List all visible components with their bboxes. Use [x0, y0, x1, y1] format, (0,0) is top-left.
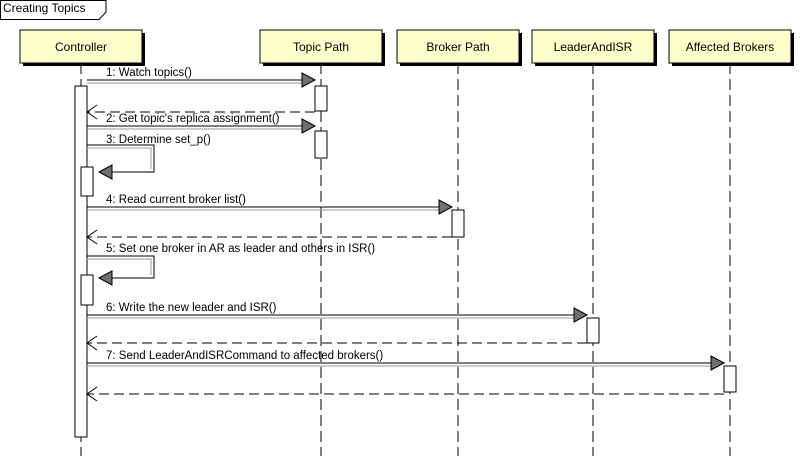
self-message-arrow-head — [97, 270, 113, 286]
message-arrow-head — [301, 72, 317, 88]
activation-controller-nested-2 — [80, 274, 94, 306]
lifeline-label-leader: LeaderAndISR — [554, 40, 633, 54]
message-label-10: 7: Send LeaderAndISRCommand to affected … — [106, 350, 383, 362]
activation-affected — [723, 365, 737, 393]
lifeline-head-leader — [531, 29, 655, 64]
lifeline-label-affected: Affected Brokers — [686, 40, 775, 54]
lifeline-head-affected — [668, 29, 792, 64]
frame-title: Creating Topics — [3, 1, 86, 15]
message-label-1: 1: Watch topics() — [106, 67, 192, 79]
activation-leader — [586, 317, 600, 344]
self-message-7 — [87, 255, 155, 279]
lifeline-label-broker: Broker Path — [426, 40, 489, 54]
self-message-shadow — [87, 258, 152, 275]
return-arrow-head — [86, 335, 98, 351]
self-message-4 — [87, 144, 155, 173]
message-arrow-head — [438, 199, 454, 215]
return-arrow-head — [86, 386, 98, 402]
lifeline-label-topic: Topic Path — [293, 40, 349, 54]
self-message-arrow-head — [97, 164, 113, 180]
message-arrow-head — [573, 307, 589, 323]
frame-tab — [0, 0, 107, 20]
return-arrow-head — [86, 104, 98, 120]
lifeline-head-controller — [19, 29, 143, 64]
activation-topic-1 — [314, 85, 328, 112]
message-label-4: 3: Determine set_p() — [106, 134, 211, 146]
activation-topic-2 — [314, 130, 328, 159]
message-arrow-head — [301, 118, 317, 134]
self-message-shadow — [87, 147, 152, 169]
activation-controller-nested-1 — [80, 166, 94, 197]
activation-controller — [74, 85, 88, 438]
message-label-8: 6: Write the new leader and ISR() — [106, 302, 277, 314]
activation-broker — [451, 209, 465, 238]
lifeline-label-controller: Controller — [55, 40, 107, 54]
message-label-5: 4: Read current broker list() — [106, 194, 246, 206]
lifeline-head-topic — [259, 29, 383, 64]
message-label-7: 5: Set one broker in AR as leader and ot… — [106, 243, 375, 255]
lifeline-head-broker — [396, 29, 520, 64]
message-arrow-head — [710, 355, 726, 371]
message-label-3: 2: Get topic's replica assignment() — [106, 113, 280, 125]
return-arrow-head — [86, 229, 98, 245]
